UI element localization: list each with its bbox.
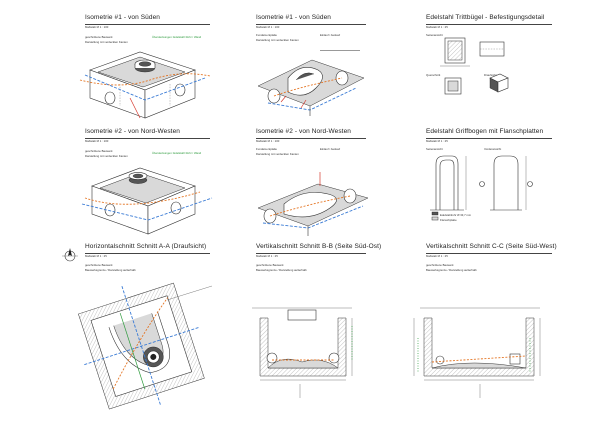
view-label-front: Vorderansicht bbox=[484, 147, 502, 151]
title-rule bbox=[256, 138, 366, 139]
panel-title: Vertikalschnitt Schnitt C-C (Seite Süd-W… bbox=[426, 243, 557, 250]
title-rule bbox=[256, 24, 366, 25]
legend-line-1: geschnittene Bauwerk bbox=[85, 263, 113, 267]
scale-label: Maßstab M 1 : 25 bbox=[85, 254, 107, 258]
legend-note: Einlauf / Auslauf bbox=[320, 33, 341, 37]
title-rule bbox=[426, 138, 552, 139]
vertical-section-drawing bbox=[252, 307, 353, 398]
view-label-side: Seitenansicht bbox=[426, 147, 443, 151]
view-label-top: Draufsicht bbox=[484, 73, 497, 77]
scale-label: Maßstab M 1 : 100 bbox=[256, 139, 280, 143]
isometric-drawing bbox=[81, 167, 213, 235]
legend-line-1: geschnittene Bauwerk bbox=[256, 263, 284, 267]
legend-line-1: geschnittene Bauwerk bbox=[85, 149, 113, 153]
legend-line-2: Bauwerksgrenze / Darstellung außerhalb bbox=[85, 268, 136, 272]
legend-line-2: Bauwerksgrenze / Darstellung außerhalb bbox=[426, 268, 477, 272]
title-rule bbox=[426, 253, 552, 254]
view-label-side: Seitenansicht bbox=[426, 33, 443, 37]
panel-title: Horizontalschnitt Schnitt A-A (Draufsich… bbox=[85, 243, 207, 250]
title-rule bbox=[85, 24, 210, 25]
scale-label: Maßstab M 1 : 100 bbox=[256, 25, 280, 29]
title-rule bbox=[426, 24, 552, 25]
isometric-drawing bbox=[79, 51, 211, 119]
horizontal-section-drawing bbox=[78, 282, 213, 410]
scale-label: Maßstab M 1 : 25 bbox=[426, 254, 448, 258]
panel-title: Isometrie #2 - von Nord-Westen bbox=[85, 128, 180, 135]
step-detail-drawing bbox=[440, 37, 509, 95]
legend-note: Überdeckungen: Edelstahl Rohr / Wand bbox=[152, 151, 202, 155]
legend-line-2: Flanschplatte bbox=[440, 218, 457, 222]
scale-label: Maßstab M 1 : 25 bbox=[256, 254, 278, 258]
title-rule bbox=[256, 253, 366, 254]
scale-label: Maßstab M 1 : 25 bbox=[426, 25, 448, 29]
legend-note: Einlauf / Auslauf bbox=[320, 147, 341, 151]
legend-line-1: Fundamentplatte bbox=[256, 33, 277, 37]
title-rule bbox=[85, 253, 210, 254]
legend-line-1: Fundamentplatte bbox=[256, 147, 277, 151]
vertical-section-drawing bbox=[413, 307, 541, 398]
legend-line-2: Darstellung mit verdeckten Kanten bbox=[256, 38, 299, 42]
legend-note: Überdeckungen: Edelstahl Rohr / Wand bbox=[152, 35, 202, 39]
legend-line-1: geschnittene Bauwerk bbox=[426, 263, 454, 267]
grab-handle-drawing bbox=[430, 155, 533, 221]
north-arrow-icon bbox=[62, 248, 78, 262]
legend-line-1: Edelstahlrohr Ø 33,7 mm bbox=[440, 213, 472, 217]
legend-box bbox=[320, 40, 360, 51]
panel-title: Edelstahl Griffbogen mit Flanschplatten bbox=[426, 128, 544, 135]
scale-label: Maßstab M 1 : 25 bbox=[426, 139, 448, 143]
panel-title: Vertikalschnitt Schnitt B-B (Seite Süd-O… bbox=[256, 243, 382, 250]
legend-line-2: Darstellung mit verdeckten Kanten bbox=[85, 40, 128, 44]
view-label-section: Querschnitt bbox=[426, 73, 441, 77]
title-rule bbox=[85, 138, 210, 139]
legend-line-2: Darstellung mit verdeckten Kanten bbox=[256, 152, 299, 156]
scale-label: Maßstab M 1 : 100 bbox=[85, 139, 109, 143]
panel-title: Edelstahl Trittbügel - Befestigungsdetai… bbox=[426, 14, 545, 21]
isometric-drawing bbox=[257, 59, 365, 116]
scale-label: Maßstab M 1 : 100 bbox=[85, 25, 109, 29]
isometric-drawing bbox=[257, 172, 369, 236]
legend-line-2: Bauwerksgrenze / Darstellung außerhalb bbox=[256, 268, 307, 272]
panel-title: Isometrie #1 - von Süden bbox=[256, 14, 332, 21]
legend-line-1: geschnittene Bauwerk bbox=[85, 35, 113, 39]
panel-title: Isometrie #2 - von Nord-Westen bbox=[256, 128, 351, 135]
panel-title: Isometrie #1 - von Süden bbox=[85, 14, 161, 21]
legend-line-2: Darstellung mit verdeckten Kanten bbox=[85, 154, 128, 158]
